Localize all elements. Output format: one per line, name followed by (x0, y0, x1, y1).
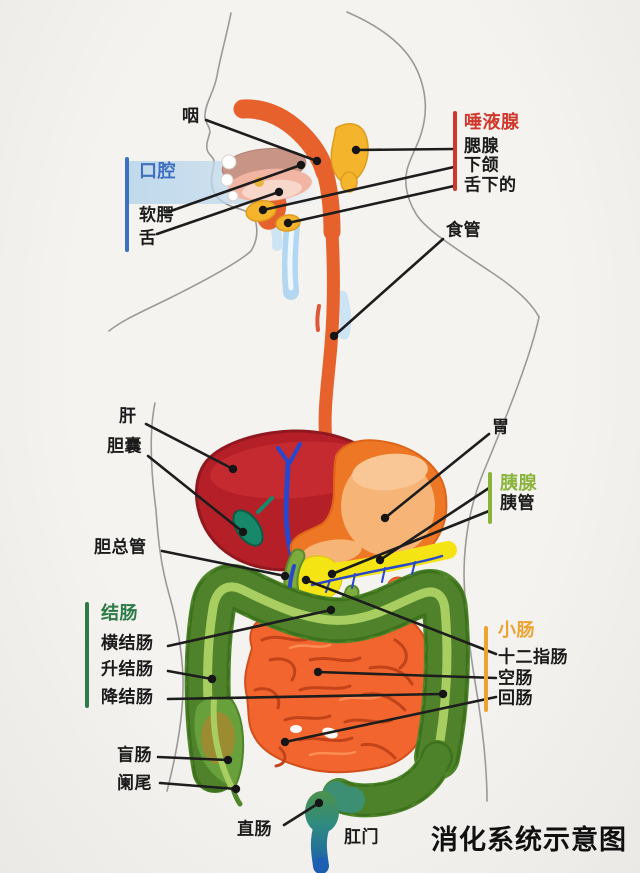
mesenteric-vessels-shape (288, 554, 444, 593)
leader-line-common-bile-duct (160, 549, 287, 578)
label-common-bile-duct: 胆总管 (94, 537, 147, 558)
label-cecum: 盲肠 (117, 745, 152, 766)
leader-dots (207, 145, 448, 808)
label-sublingual: 舌下的 (464, 175, 517, 196)
label-submandibular: 下颌 (464, 155, 499, 176)
section-bar-oral (125, 157, 129, 252)
label-anus: 肛门 (344, 827, 379, 848)
leader-line-sublingual (286, 184, 456, 225)
section-label-colon: 结肠 (101, 603, 138, 624)
leader-line-liver (144, 422, 235, 471)
section-bar-small-intestine (484, 626, 488, 712)
label-esophagus: 食管 (446, 220, 481, 241)
leader-line-duodenum (304, 578, 498, 656)
leader-line-tongue (155, 190, 281, 236)
leader-line-descending-colon (166, 692, 445, 701)
leader-line-pancreatic-duct (330, 509, 491, 576)
leader-line-gallbladder (146, 454, 245, 534)
section-label-pancreas: 胰腺 (500, 473, 537, 494)
label-pharynx: 咽 (182, 106, 200, 127)
label-duodenum: 十二指肠 (498, 647, 568, 668)
leader-line-soft-palate (166, 163, 303, 214)
label-appendix: 阑尾 (117, 773, 152, 794)
small-intestine-shape (244, 608, 431, 774)
section-label-oral: 口腔 (139, 161, 176, 182)
leader-line-rectum (282, 801, 321, 827)
label-tongue: 舌 (139, 228, 157, 249)
leader-line-submandibular (261, 165, 456, 212)
label-jejunum: 空肠 (498, 668, 533, 689)
colon-shape (184, 564, 470, 818)
label-parotid: 腮腺 (464, 136, 499, 157)
label-soft-palate: 软腭 (139, 205, 174, 226)
gallbladder-shape (232, 496, 274, 547)
label-liver: 肝 (119, 406, 137, 427)
rectum-shape (305, 791, 339, 873)
leader-line-appendix (158, 781, 238, 791)
label-ascending-colon: 升结肠 (101, 659, 154, 680)
stomach-shape (289, 439, 448, 574)
leader-line-jejunum (316, 670, 498, 680)
leader-line-cecum (156, 755, 230, 762)
leader-line-ascending-colon (166, 669, 214, 681)
label-pancreatic-duct: 胰管 (500, 493, 535, 514)
section-label-small-intestine: 小肠 (498, 620, 535, 641)
label-gallbladder: 胆囊 (107, 436, 142, 457)
label-rectum: 直肠 (237, 819, 272, 840)
label-stomach: 胃 (492, 417, 510, 438)
leader-line-stomach (383, 432, 491, 520)
leader-line-ileum (283, 695, 498, 744)
page-title: 消化系统示意图 (431, 825, 627, 856)
section-bar-colon (85, 602, 89, 708)
leader-line-pharynx (204, 118, 319, 163)
leader-line-transverse-colon (166, 608, 333, 648)
leader-line-parotid (354, 147, 456, 152)
leader-lines (144, 118, 498, 827)
leader-line-esophagus (332, 237, 445, 338)
label-descending-colon: 降结肠 (101, 687, 154, 708)
section-label-salivary: 唾液腺 (464, 112, 520, 133)
section-bar-salivary (453, 111, 457, 191)
mouth-shape (220, 148, 312, 202)
label-transverse-colon: 横结肠 (101, 633, 154, 654)
label-ileum: 回肠 (498, 688, 533, 709)
section-bar-pancreas (488, 472, 492, 524)
